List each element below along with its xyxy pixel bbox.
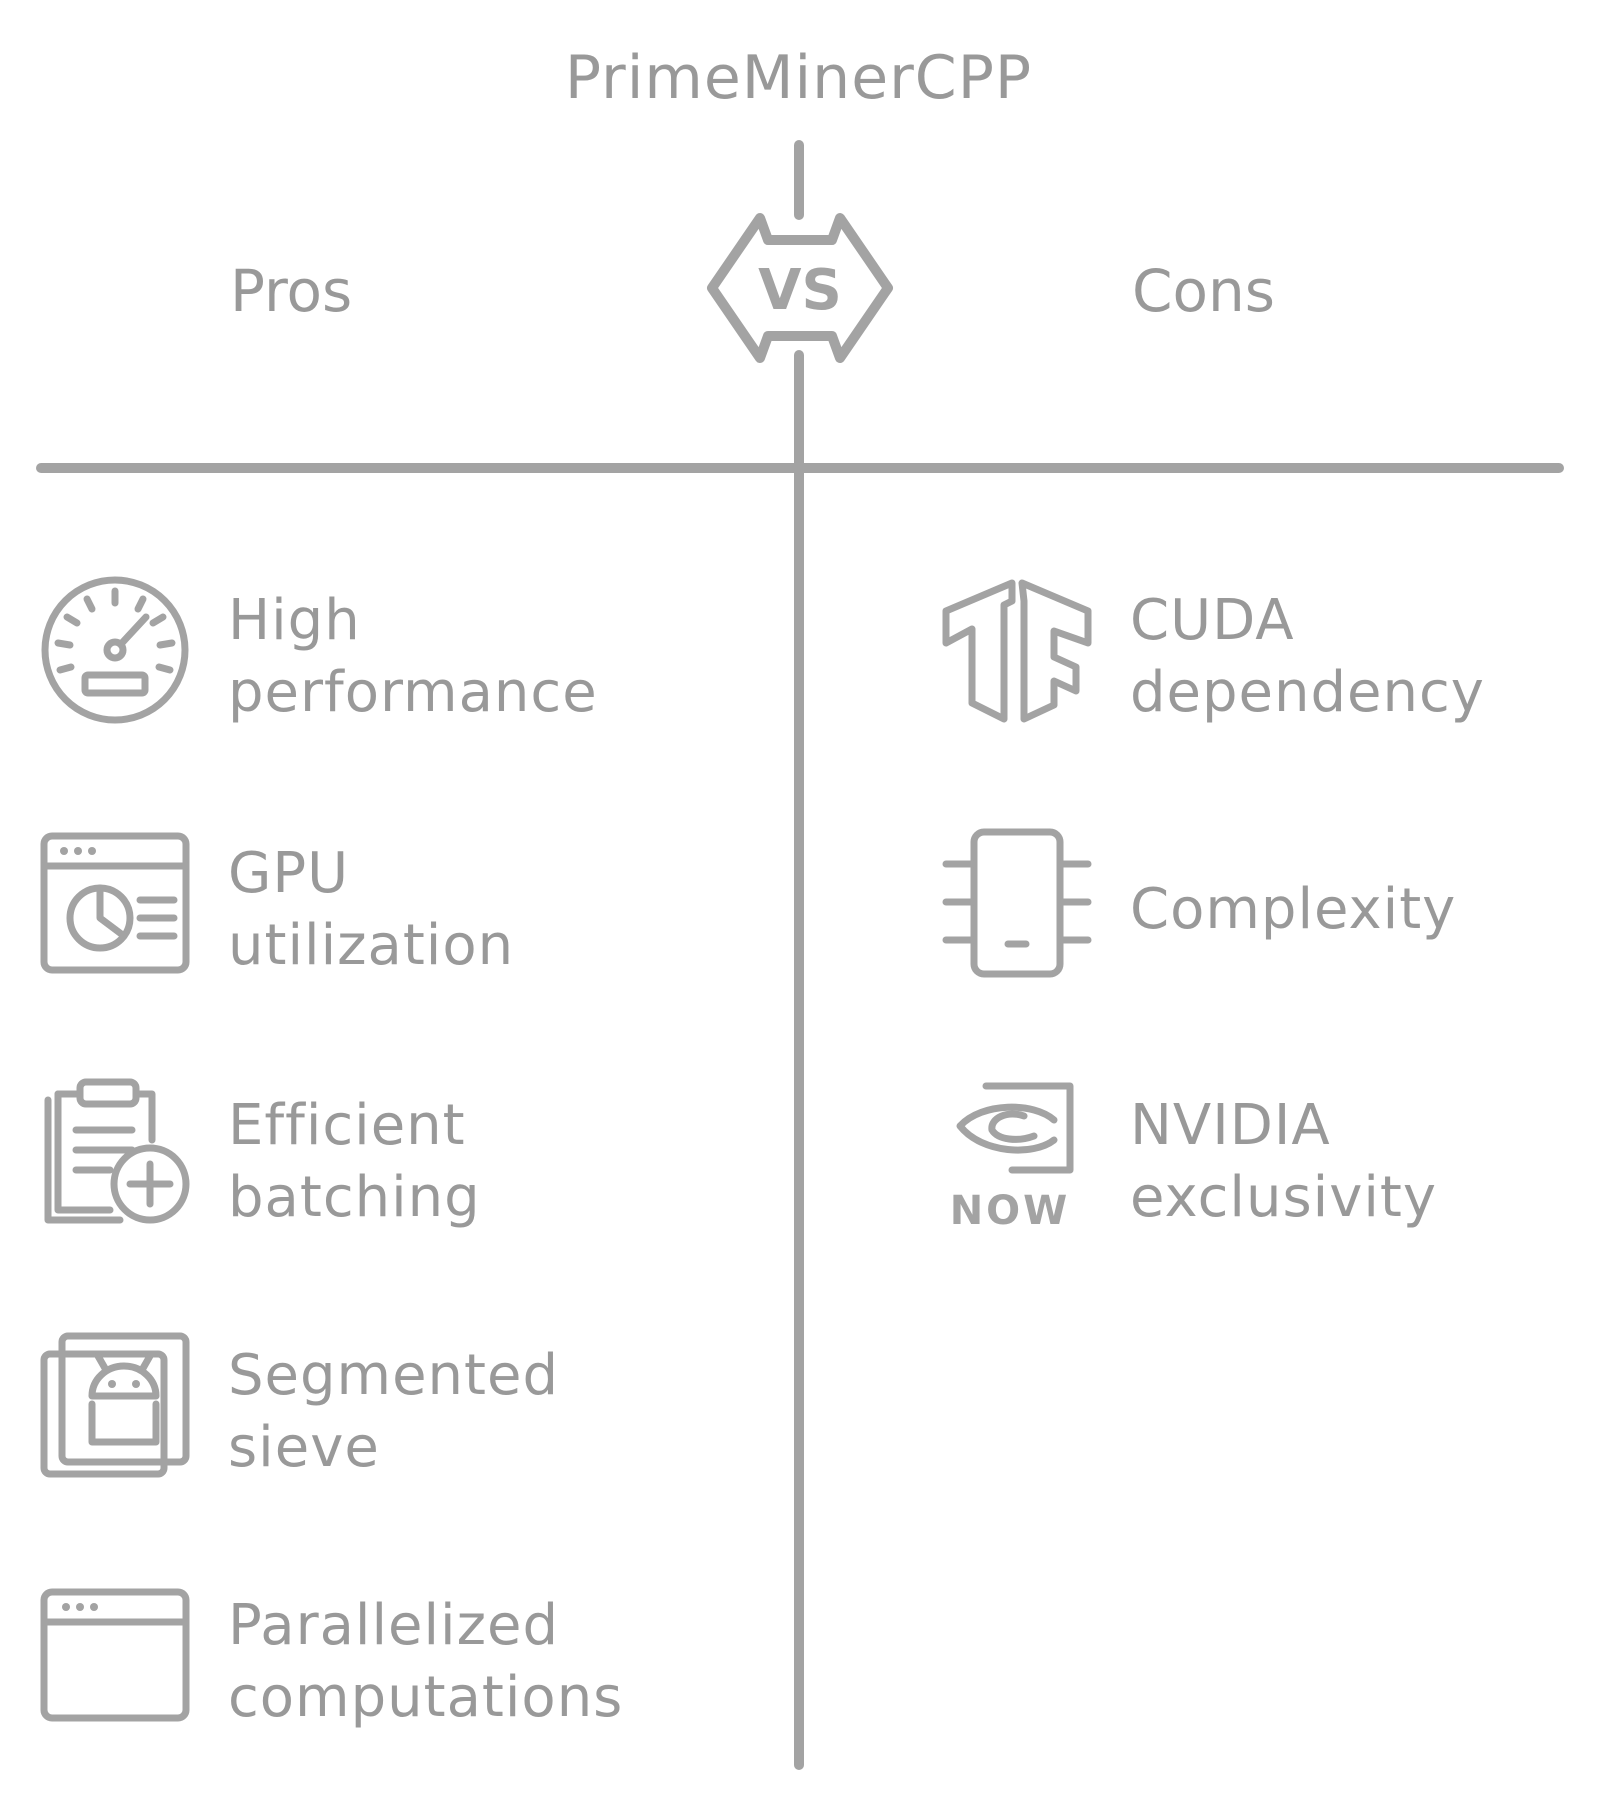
pro-label-line2: batching [228, 1165, 481, 1230]
android-stack-icon [40, 1332, 190, 1478]
pros-heading: Pros [230, 257, 353, 325]
center-divider [794, 350, 804, 1770]
tensorflow-icon [942, 579, 1092, 723]
center-divider-top [794, 140, 804, 220]
cons-heading: Cons [1132, 257, 1275, 325]
vs-badge: VS [707, 213, 893, 363]
con-label-line1: NVIDIA [1130, 1093, 1331, 1158]
con-label-line2: exclusivity [1130, 1165, 1437, 1230]
pro-label-line1: High [228, 588, 361, 653]
pro-label-line2: sieve [228, 1415, 380, 1480]
pro-label-line2: performance [228, 660, 598, 725]
con-label-line1: Complexity [1130, 877, 1457, 942]
pro-label-line1: GPU [228, 841, 350, 906]
pro-label-line1: Segmented [228, 1343, 559, 1408]
nvidia-now-text: NOW [950, 1188, 1071, 1234]
header-divider [36, 463, 1564, 473]
pro-label-line2: computations [228, 1665, 624, 1730]
speedometer-icon [41, 576, 189, 724]
clipboard-add-icon [44, 1078, 190, 1224]
dashboard-window-icon [40, 832, 190, 974]
nvidia-now-icon: NOW [950, 1082, 1074, 1234]
pro-label-line1: Parallelized [228, 1593, 559, 1658]
con-label-line1: CUDA [1130, 588, 1295, 653]
pro-label-line1: Efficient [228, 1093, 466, 1158]
chip-icon [942, 828, 1092, 978]
browser-window-icon [40, 1588, 190, 1722]
vs-label: VS [758, 258, 842, 323]
con-label-line2: dependency [1130, 660, 1485, 725]
pro-label-line2: utilization [228, 913, 515, 978]
page-title: PrimeMinerCPP [564, 43, 1033, 113]
